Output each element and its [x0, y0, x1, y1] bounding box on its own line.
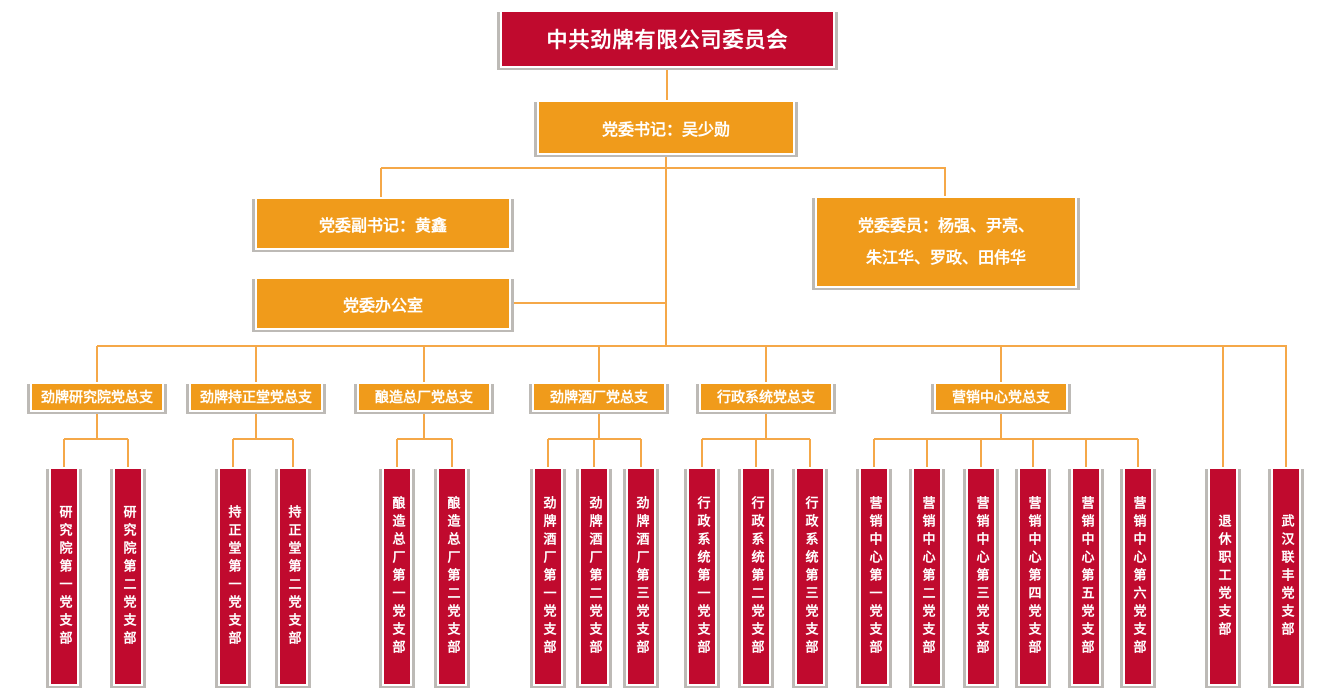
node-party-branch: 酿造总厂第二党支部 [437, 467, 467, 686]
connector-line [423, 346, 425, 382]
node-party-branch: 研究院第一党支部 [49, 467, 79, 686]
connector-line [96, 346, 98, 382]
connector-line [547, 439, 549, 467]
party-branch-label: 营销中心第六党支部 [1130, 495, 1146, 658]
connector-line [765, 346, 767, 382]
connector-line [1032, 439, 1034, 467]
node-party-branch: 劲牌酒厂第一党支部 [533, 467, 563, 686]
connector-line [381, 167, 946, 169]
connector-line [874, 438, 1138, 440]
connector-line [380, 168, 382, 197]
connector-line [1285, 346, 1287, 467]
node-party-branch: 研究院第二党支部 [113, 467, 143, 686]
connector-line [1137, 439, 1139, 467]
node-party-secretary: 党委书记：吴少勋 [537, 100, 795, 155]
connector-line [423, 412, 425, 439]
party-branch-label: 行政系统第三党支部 [802, 495, 818, 658]
connector-line [701, 439, 703, 467]
party-branch-label: 营销中心第二党支部 [919, 495, 935, 658]
connector-line [598, 346, 600, 382]
party-branch-label: 劲牌酒厂第二党支部 [586, 495, 602, 658]
connector-line [809, 439, 811, 467]
connector-line [232, 439, 234, 467]
connector-line [96, 412, 98, 439]
connector-line [97, 345, 1287, 347]
party-branch-label: 行政系统第二党支部 [748, 495, 764, 658]
node-party-branch: 持正堂第一党支部 [218, 467, 248, 686]
node-party-committee: 中共劲牌有限公司委员会 [500, 10, 835, 68]
node-party-branch: 退休职工党支部 [1208, 467, 1238, 686]
connector-line [64, 438, 128, 440]
party-branch-label: 持正堂第二党支部 [285, 504, 301, 649]
connector-line [980, 439, 982, 467]
node-party-branch: 行政系统第三党支部 [795, 467, 825, 686]
connector-line [451, 439, 453, 467]
node-general-branch: 劲牌研究院党总支 [30, 382, 164, 412]
party-branch-label: 行政系统第一党支部 [694, 495, 710, 658]
node-party-branch: 酿造总厂第一党支部 [382, 467, 412, 686]
connector-line [666, 68, 668, 100]
connector-line [926, 439, 928, 467]
node-committee-members: 党委委员：杨强、尹亮、 朱江华、罗政、田伟华 [815, 196, 1077, 288]
connector-line [233, 438, 293, 440]
party-branch-label: 劲牌酒厂第一党支部 [540, 495, 556, 658]
connector-line [755, 439, 757, 467]
committee-members-line1: 党委委员：杨强、尹亮、 [857, 216, 1034, 235]
connector-line [127, 439, 129, 467]
committee-members-line2: 朱江华、罗政、田伟华 [865, 248, 1026, 267]
node-party-branch: 营销中心第六党支部 [1123, 467, 1153, 686]
connector-line [1000, 412, 1002, 439]
node-general-branch: 营销中心党总支 [934, 382, 1068, 412]
node-general-branch: 行政系统党总支 [699, 382, 833, 412]
connector-line [255, 412, 257, 439]
node-party-branch: 行政系统第一党支部 [687, 467, 717, 686]
node-party-branch: 营销中心第四党支部 [1018, 467, 1048, 686]
connector-line [397, 438, 452, 440]
party-branch-label: 武汉联丰党支部 [1278, 513, 1294, 640]
node-party-branch: 劲牌酒厂第二党支部 [579, 467, 609, 686]
node-party-branch: 营销中心第二党支部 [912, 467, 942, 686]
party-branch-label: 酿造总厂第二党支部 [444, 495, 460, 658]
party-branch-label: 营销中心第五党支部 [1078, 495, 1094, 658]
connector-line [593, 439, 595, 467]
node-deputy-secretary: 党委副书记：黄鑫 [255, 197, 511, 250]
connector-line [640, 439, 642, 467]
node-party-branch: 武汉联丰党支部 [1271, 467, 1301, 686]
connector-line [292, 439, 294, 467]
party-branch-label: 研究院第二党支部 [120, 504, 136, 649]
party-branch-label: 营销中心第一党支部 [866, 495, 882, 658]
node-party-branch: 营销中心第三党支部 [966, 467, 996, 686]
party-branch-label: 酿造总厂第一党支部 [389, 495, 405, 658]
connector-line [598, 412, 600, 439]
connector-line [63, 439, 65, 467]
node-party-branch: 营销中心第五党支部 [1071, 467, 1101, 686]
node-party-branch: 营销中心第一党支部 [859, 467, 889, 686]
node-party-branch: 持正堂第二党支部 [278, 467, 308, 686]
node-party-office: 党委办公室 [255, 277, 511, 330]
connector-line [665, 155, 667, 347]
party-branch-label: 持正堂第一党支部 [225, 504, 241, 649]
node-general-branch: 劲牌酒厂党总支 [532, 382, 666, 412]
party-branch-label: 退休职工党支部 [1215, 513, 1231, 640]
party-branch-label: 营销中心第三党支部 [973, 495, 989, 658]
connector-line [396, 439, 398, 467]
connector-line [873, 439, 875, 467]
connector-line [511, 302, 666, 304]
connector-line [944, 168, 946, 196]
party-branch-label: 研究院第一党支部 [56, 504, 72, 649]
connector-line [255, 346, 257, 382]
node-general-branch: 酿造总厂党总支 [357, 382, 491, 412]
node-party-branch: 劲牌酒厂第三党支部 [626, 467, 656, 686]
connector-line [765, 412, 767, 439]
node-party-branch: 行政系统第二党支部 [741, 467, 771, 686]
connector-line [1222, 346, 1224, 467]
node-general-branch: 劲牌持正堂党总支 [189, 382, 323, 412]
connector-line [1000, 346, 1002, 382]
connector-line [1085, 439, 1087, 467]
party-branch-label: 营销中心第四党支部 [1025, 495, 1041, 658]
party-branch-label: 劲牌酒厂第三党支部 [633, 495, 649, 658]
